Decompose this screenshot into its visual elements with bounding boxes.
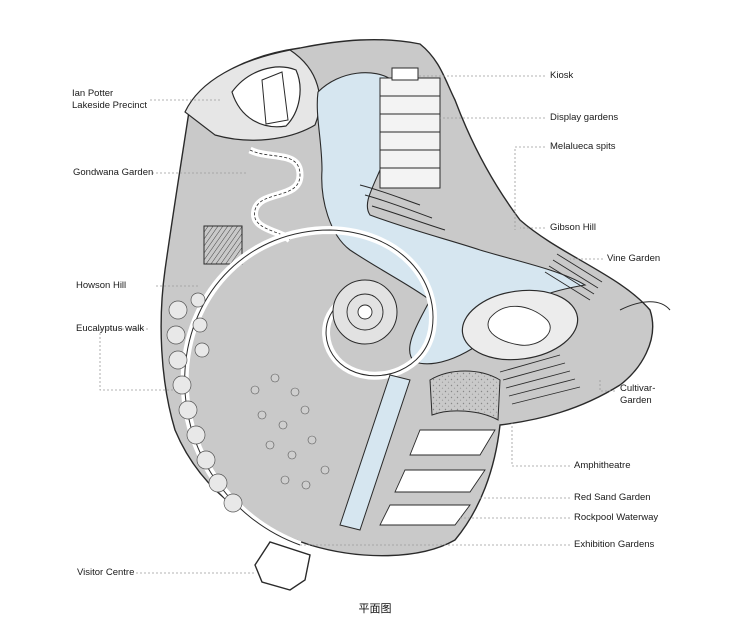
lawn-trees <box>250 373 330 490</box>
leader-lines <box>99 75 615 574</box>
eucalyptus-trees <box>166 292 243 513</box>
amphitheatre <box>429 370 501 421</box>
label-ian-potter-line2: Lakeside Precinct <box>72 100 147 111</box>
label-cultivar-garden: Cultivar- Garden <box>620 383 655 407</box>
label-vine-garden: Vine Garden <box>607 253 661 264</box>
label-howson-hill: Howson Hill <box>76 280 127 291</box>
vine-garden-rows <box>544 253 603 301</box>
label-gondwana-garden: Gondwana Garden <box>73 167 154 178</box>
howson-hill-grid <box>203 225 243 265</box>
label-ian-potter-line1: Ian Potter <box>72 88 114 99</box>
display-gardens <box>379 77 441 189</box>
label-cultivar-line2: Garden <box>620 395 652 406</box>
lakeside-pavilion-inner <box>261 71 289 125</box>
spiral-hill-core <box>357 304 373 320</box>
label-exhibition-gardens: Exhibition Gardens <box>574 539 655 550</box>
label-kiosk: Kiosk <box>550 70 574 81</box>
exhibition-garden-strips <box>379 429 496 526</box>
label-display-gardens: Display gardens <box>550 112 619 123</box>
cultivar-garden-rows <box>499 354 581 405</box>
right-access-path <box>619 301 671 311</box>
label-cultivar-line1: Cultivar- <box>620 383 656 394</box>
label-red-sand-garden: Red Sand Garden <box>574 492 651 503</box>
label-eucalyptus-walk: Eucalyptus walk <box>76 323 145 334</box>
label-visitor-centre: Visitor Centre <box>77 567 135 578</box>
label-rockpool-waterway: Rockpool Waterway <box>574 512 659 523</box>
kiosk-building <box>391 67 419 81</box>
melaleuca-spits <box>359 184 446 231</box>
spiral-hill-ring <box>346 293 384 331</box>
plan-caption: 平面图 <box>358 602 392 615</box>
gondwana-path-edge <box>249 149 301 241</box>
label-ian-potter: Ian Potter Lakeside Precinct <box>72 88 147 112</box>
rockpool-waterway <box>339 374 411 531</box>
island-planting <box>487 305 551 346</box>
spiral-walkway-edge <box>184 229 434 546</box>
visitor-centre-building <box>254 541 311 591</box>
label-melaleuca-spits: Melalueca spits <box>550 141 616 152</box>
label-gibson-hill: Gibson Hill <box>550 222 596 233</box>
label-amphitheatre: Amphitheatre <box>574 460 631 471</box>
